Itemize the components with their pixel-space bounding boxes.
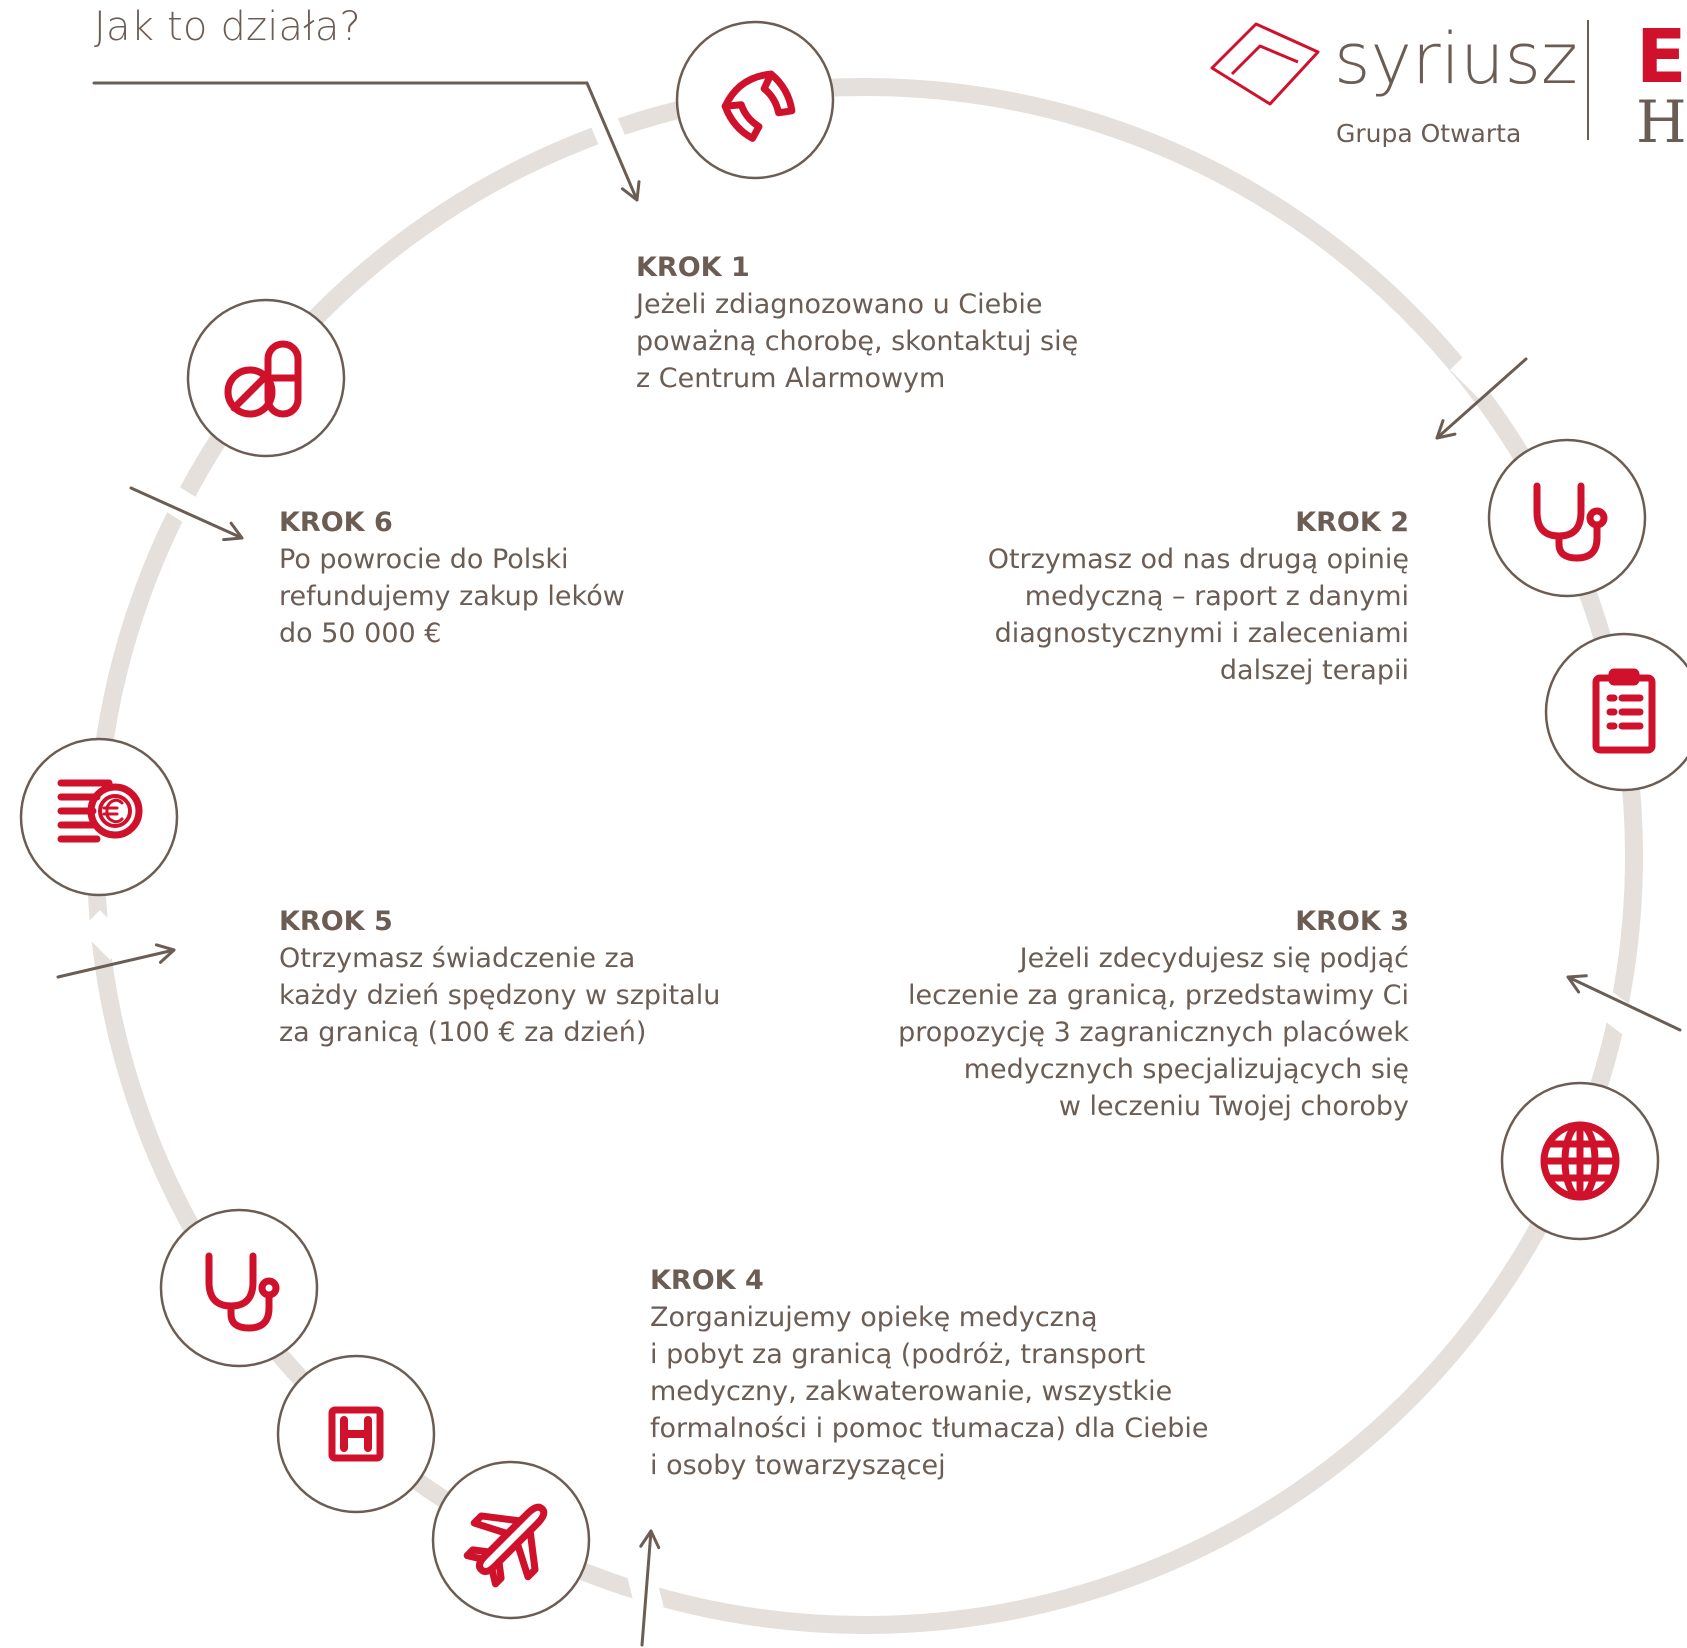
arrow-to-step-5 xyxy=(56,943,176,979)
step-title: KROK 5 xyxy=(279,906,393,937)
arrow-to-step-4 xyxy=(639,1529,661,1647)
page-title: Jak to działa? xyxy=(94,4,361,50)
step-2: KROK 2 Otrzymasz od nas drugą opinię med… xyxy=(988,504,1409,689)
pills-icon xyxy=(224,340,302,418)
icon-circle-euro xyxy=(19,737,179,897)
step-text-line: Zorganizujemy opiekę medyczną xyxy=(650,1302,1098,1333)
step-text-line: za granicą (100 € za dzień) xyxy=(279,1017,647,1048)
step-title: KROK 4 xyxy=(650,1265,764,1296)
icon-circle-airplane xyxy=(431,1460,591,1620)
stethoscope-icon xyxy=(1533,482,1608,562)
step-4: KROK 4 Zorganizujemy opiekę medyczną i p… xyxy=(650,1262,1209,1484)
step-text-line: poważną chorobę, skontaktuj się xyxy=(636,326,1079,357)
brand-tagline: Grupa Otwarta xyxy=(1336,119,1522,148)
step-title: KROK 1 xyxy=(636,252,750,283)
euro-coins-icon xyxy=(57,779,143,843)
icon-circle-phone xyxy=(675,20,835,180)
step-text-line: Otrzymasz od nas drugą opinię xyxy=(987,544,1409,575)
step-title: KROK 2 xyxy=(1295,507,1409,538)
brand-name: syriusz xyxy=(1334,18,1578,100)
step-text-line: i pobyt za granicą (podróż, transport xyxy=(650,1339,1146,1370)
step-3: KROK 3 Jeżeli zdecydujesz się podjąć lec… xyxy=(898,903,1409,1125)
step-text-line: medyczną – raport z danymi xyxy=(1024,581,1409,612)
partner-logo-letter: E xyxy=(1636,14,1687,100)
step-text-line: medyczny, zakwaterowanie, wszystkie xyxy=(650,1376,1173,1407)
partner-logo-letter: H xyxy=(1636,88,1687,156)
arrow-to-step-6 xyxy=(129,486,244,542)
syriusz-logo-mark xyxy=(1210,22,1320,106)
step-text-line: Po powrocie do Polski xyxy=(279,544,569,575)
arrow-to-step-3 xyxy=(1566,974,1682,1032)
step-text-line: diagnostycznymi i zaleceniami xyxy=(994,618,1409,649)
hospital-icon xyxy=(328,1406,384,1462)
step-text-line: z Centrum Alarmowym xyxy=(636,363,946,394)
icon-circle-stethoscope-right xyxy=(1487,438,1647,598)
step-title: KROK 3 xyxy=(1295,906,1409,937)
step-text-line: Otrzymasz świadczenie za xyxy=(279,943,636,974)
step-6: KROK 6 Po powrocie do Polski refundujemy… xyxy=(279,504,625,652)
step-5: KROK 5 Otrzymasz świadczenie za każdy dz… xyxy=(279,903,720,1051)
globe-icon xyxy=(1540,1121,1620,1201)
step-text-line: leczenie za granicą, przedstawimy Ci xyxy=(908,980,1409,1011)
phone-icon xyxy=(721,70,796,142)
step-text-line: w leczeniu Twojej choroby xyxy=(1058,1091,1409,1122)
step-text-line: medycznych specjalizujących się xyxy=(963,1054,1409,1085)
step-text-line: formalności i pomoc tłumacza) dla Ciebie xyxy=(650,1413,1209,1444)
stethoscope-icon xyxy=(205,1252,280,1332)
step-text-line: propozycję 3 zagranicznych placówek xyxy=(898,1017,1409,1048)
step-text-line: refundujemy zakup leków xyxy=(279,581,625,612)
step-text-line: dalszej terapii xyxy=(1219,655,1409,686)
step-text-line: i osoby towarzyszącej xyxy=(650,1450,946,1481)
clipboard-icon xyxy=(1592,668,1656,754)
step-title: KROK 6 xyxy=(279,507,393,538)
step-1: KROK 1 Jeżeli zdiagnozowano u Ciebie pow… xyxy=(636,249,1078,397)
step-text-line: do 50 000 € xyxy=(279,618,442,649)
step-text-line: każdy dzień spędzony w szpitalu xyxy=(279,980,721,1011)
step-text-line: Jeżeli zdiagnozowano u Ciebie xyxy=(636,289,1043,320)
icon-circle-stethoscope-left xyxy=(159,1208,319,1368)
step-text-line: Jeżeli zdecydujesz się podjąć xyxy=(1019,943,1409,974)
arrow-to-step-2 xyxy=(1435,357,1528,440)
arrow-title-to-step-1 xyxy=(92,81,641,202)
